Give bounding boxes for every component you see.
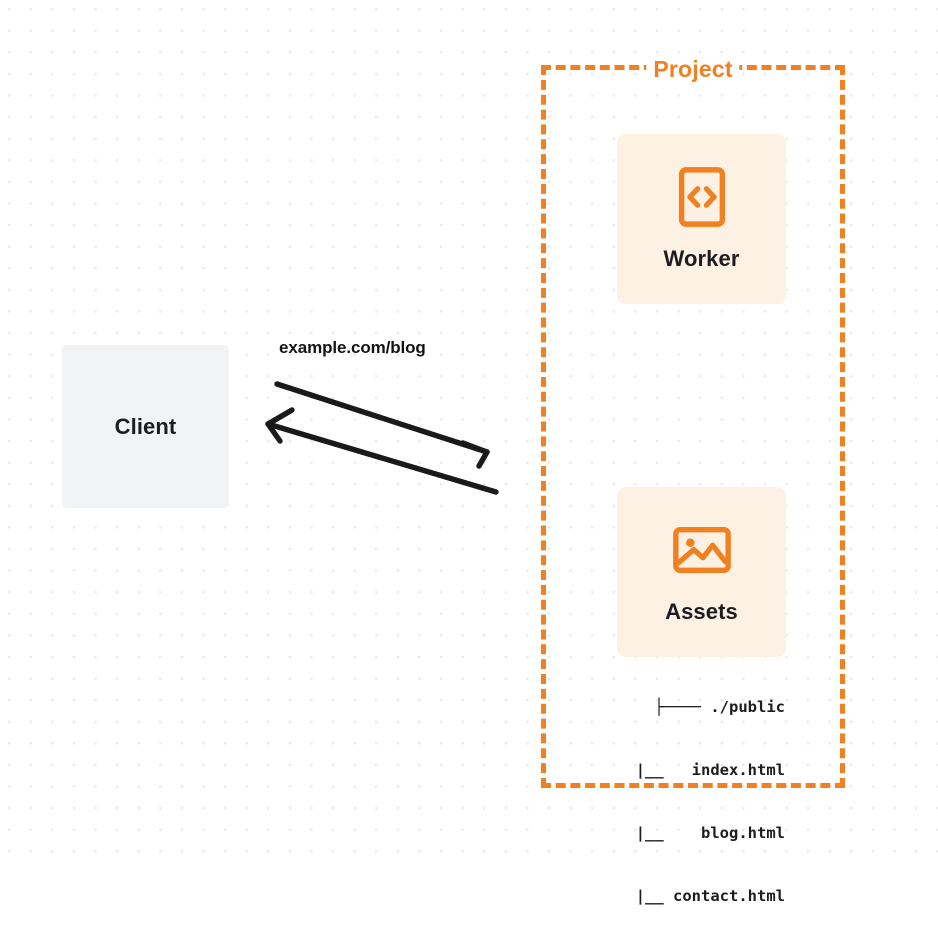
- worker-node[interactable]: Worker: [617, 134, 786, 304]
- connector-url-label: example.com/blog: [279, 338, 426, 357]
- assets-node-label: Assets: [665, 599, 738, 624]
- request-arrow: [265, 407, 499, 495]
- file-tree-row: |__ contact.html: [589, 887, 785, 905]
- file-tree-row: |__ index.html: [589, 761, 785, 779]
- code-file-icon: [678, 167, 725, 227]
- client-node-label: Client: [114, 413, 177, 439]
- diagram-canvas: Client example.com/blog Project Worker: [0, 0, 938, 905]
- client-node[interactable]: Client: [62, 345, 229, 508]
- image-icon: [672, 526, 731, 574]
- response-arrow: [274, 381, 490, 469]
- assets-file-tree: ├──── ./public |__ index.html |__ blog.h…: [546, 655, 850, 949]
- worker-node-label: Worker: [663, 246, 740, 271]
- file-tree-row: |__ blog.html: [589, 824, 785, 842]
- file-tree-row: ├──── ./public: [654, 698, 785, 716]
- project-title: Project: [646, 56, 740, 83]
- project-container: Project Worker Assets ├──── ./public |__…: [541, 56, 845, 905]
- assets-node[interactable]: Assets: [617, 487, 786, 657]
